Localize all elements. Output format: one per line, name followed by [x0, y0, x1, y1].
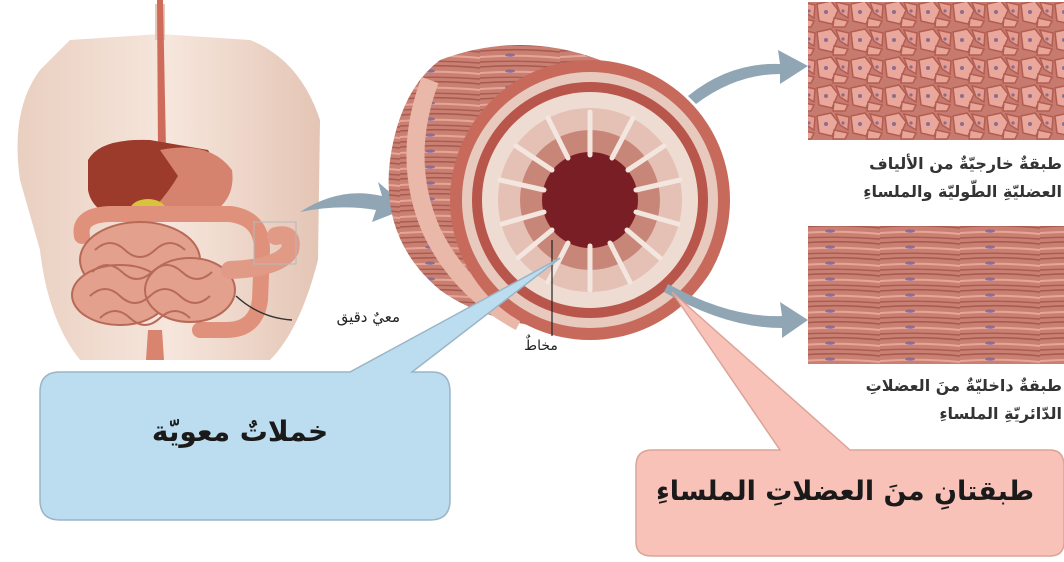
inner-layer-caption: طبقةٌ داخليّةٌ منَ العضلاتِ الدّائريّةِ …: [806, 372, 1062, 428]
mucosa-label: مخاطٌ: [506, 338, 576, 354]
torso-illustration: [18, 0, 321, 360]
inner-layer-caption-line2: الدّائريّةِ الملساءِ: [806, 400, 1062, 428]
villi-callout-text: خملاتٌ معويّة: [40, 415, 440, 448]
arrow-icon: [688, 50, 808, 104]
small-intestine-label: معيٌ دقيق: [290, 308, 400, 326]
outer-layer-tissue-image: [808, 2, 1064, 140]
outer-layer-caption: طبقةٌ خارجيّةٌ من الألياف العضليّةِ الطّ…: [806, 150, 1062, 206]
outer-layer-caption-line2: العضليّةِ الطّوليّة والملساءِ: [806, 178, 1062, 206]
inner-layer-tissue-image: [808, 226, 1064, 364]
inner-layer-caption-line1: طبقةٌ داخليّةٌ منَ العضلاتِ: [806, 372, 1062, 400]
layers-callout-text: طبقتانِ منَ العضلاتِ الملساءِ: [632, 476, 1058, 507]
outer-layer-caption-line1: طبقةٌ خارجيّةٌ من الألياف: [806, 150, 1062, 178]
